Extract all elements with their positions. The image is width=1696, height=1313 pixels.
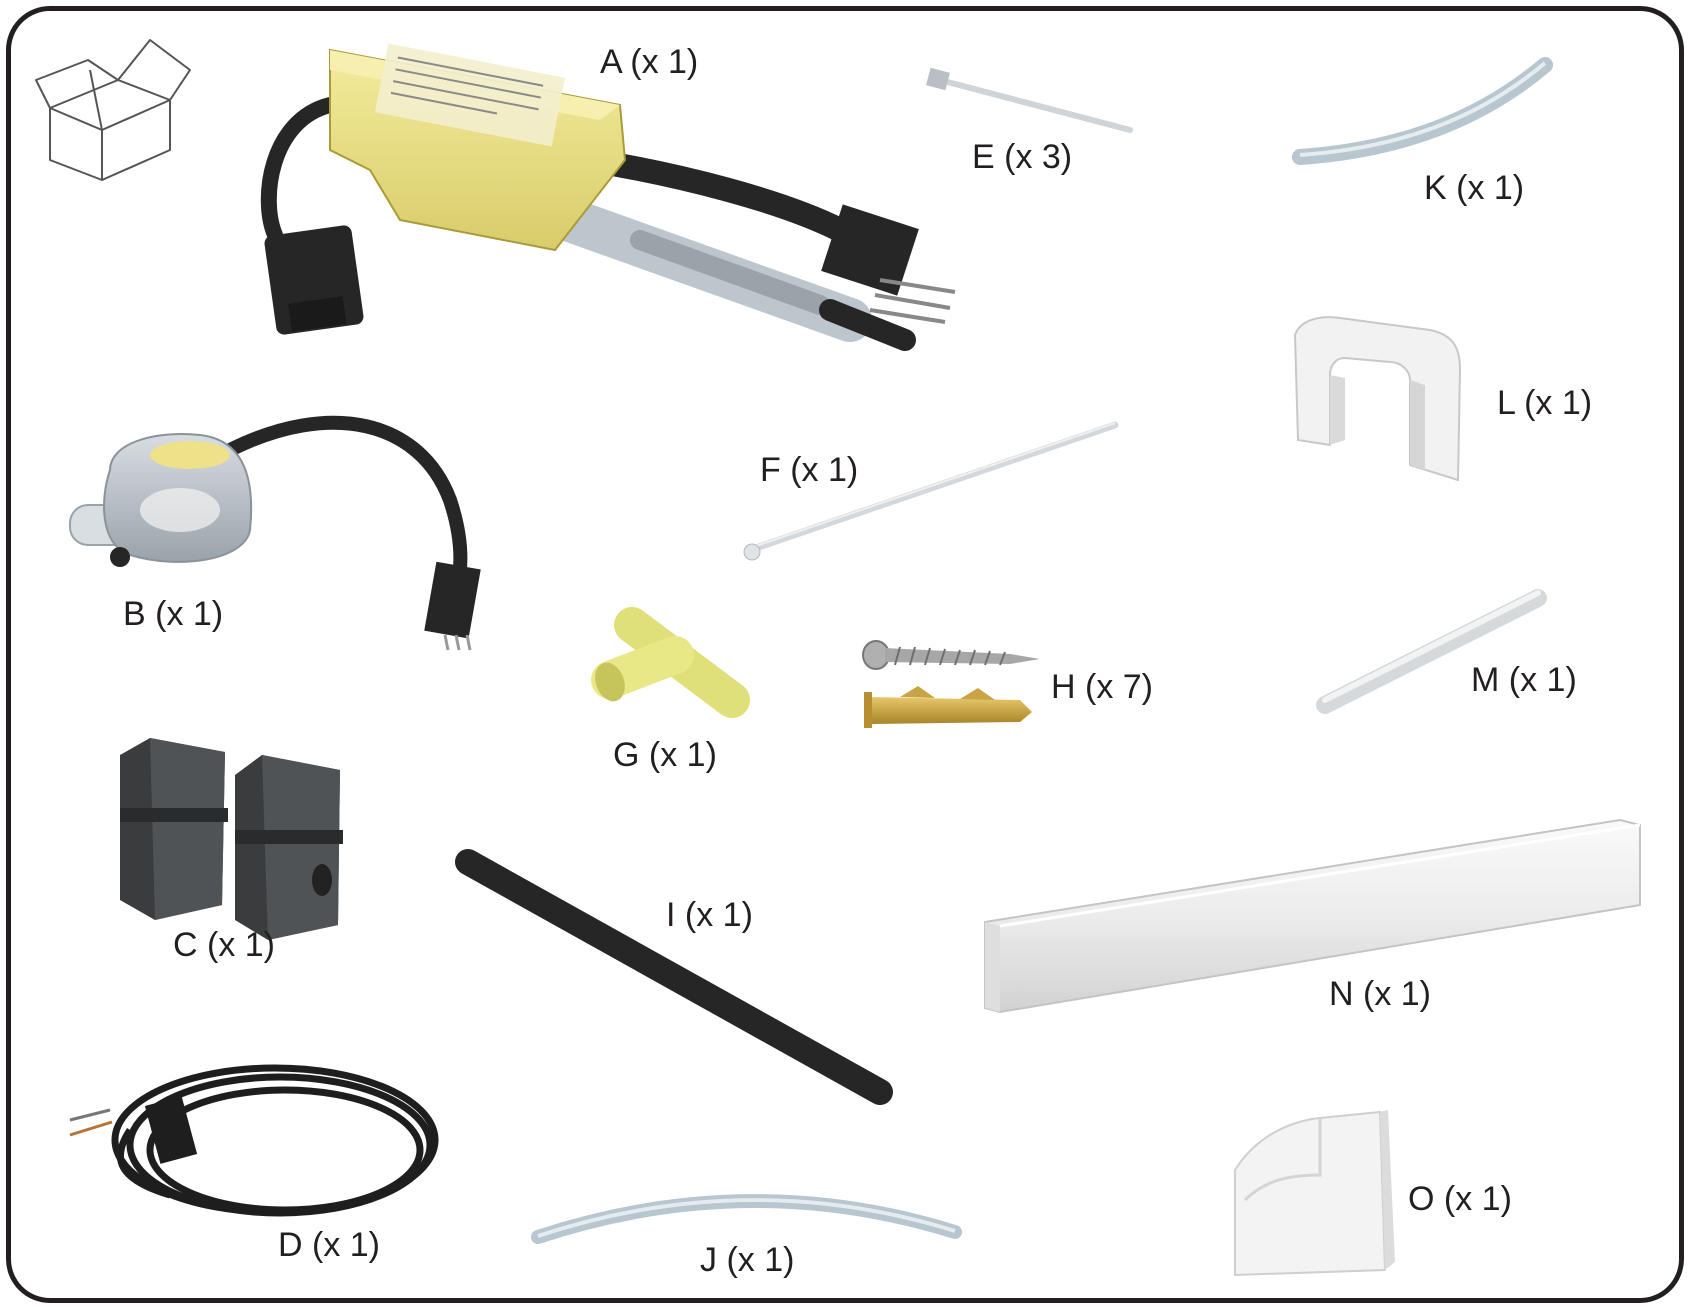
label-part-j: J (x 1) xyxy=(700,1241,795,1279)
label-part-g: G (x 1) xyxy=(613,736,717,774)
label-part-m: M (x 1) xyxy=(1471,661,1577,699)
screw-and-anchor-icon xyxy=(862,640,1040,728)
cover-strip-icon xyxy=(1316,589,1547,714)
long-cable-tie-icon xyxy=(743,421,1119,561)
trunking-icon xyxy=(984,818,1641,1014)
label-part-l: L (x 1) xyxy=(1497,384,1593,422)
short-hose-icon xyxy=(1292,57,1553,165)
small-cable-tie-icon xyxy=(926,67,1133,133)
clear-hose-icon xyxy=(531,1194,962,1244)
label-part-d: D (x 1) xyxy=(278,1226,380,1264)
label-part-o: O (x 1) xyxy=(1408,1180,1512,1218)
label-part-c: C (x 1) xyxy=(173,926,275,964)
label-part-f: F (x 1) xyxy=(760,451,859,489)
trunking-coupler-icon xyxy=(1293,316,1462,482)
insulation-tube-icon xyxy=(455,849,893,1105)
label-part-e: E (x 3) xyxy=(972,138,1073,176)
label-part-k: K (x 1) xyxy=(1424,169,1525,207)
float-sensor-icon xyxy=(69,415,481,651)
mounting-clips-icon xyxy=(120,738,343,940)
label-part-b: B (x 1) xyxy=(123,595,224,633)
label-part-h: H (x 7) xyxy=(1051,668,1153,706)
t-connector-icon xyxy=(591,607,750,718)
label-part-i: I (x 1) xyxy=(666,896,753,934)
power-cable-icon xyxy=(69,1064,439,1217)
label-part-n: N (x 1) xyxy=(1329,975,1431,1013)
open-box-icon xyxy=(35,39,191,181)
pump-unit-icon xyxy=(260,43,956,351)
elbow-piece-icon xyxy=(1234,1110,1395,1277)
label-part-a: A (x 1) xyxy=(600,43,699,81)
